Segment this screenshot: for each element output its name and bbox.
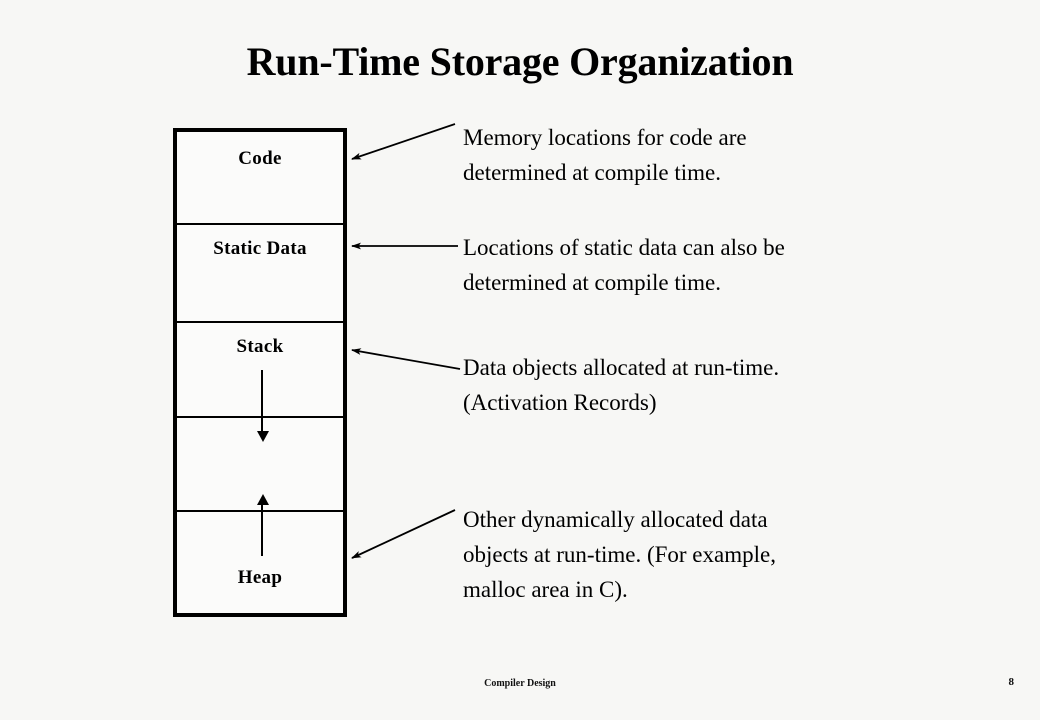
segment-divider-code-static xyxy=(177,223,343,225)
leader-arrow-heap xyxy=(351,509,456,559)
arrowhead-down-icon xyxy=(257,431,269,442)
segment-label-heap: Heap xyxy=(237,567,283,588)
segment-label-static-data: Static Data xyxy=(213,238,307,259)
leader-arrow-code xyxy=(351,123,456,160)
footer-page-number: 8 xyxy=(1008,676,1015,688)
heap-grows-up-arrow-icon xyxy=(257,494,269,556)
segment-label-stack: Stack xyxy=(236,336,284,357)
leader-arrow-stack xyxy=(351,348,461,370)
segment-divider-free-heap xyxy=(177,510,343,512)
page-title: Run-Time Storage Organization xyxy=(246,39,794,84)
callout-static-data: Locations of static data can also be det… xyxy=(463,235,785,295)
segment-divider-static-stack xyxy=(177,321,343,323)
footer-course-title: Compiler Design xyxy=(484,678,556,689)
memory-layout-diagram: Code Static Data Stack Heap xyxy=(173,128,347,617)
callout-code: Memory locations for code are determined… xyxy=(463,125,747,185)
callout-stack: Data objects allocated at run-time. (Act… xyxy=(463,355,780,415)
segment-label-code: Code xyxy=(238,148,282,169)
callout-heap: Other dynamically allocated data objects… xyxy=(463,507,776,602)
segment-divider-stack-free xyxy=(177,416,343,418)
stack-grows-down-arrow-icon xyxy=(257,370,269,442)
arrowhead-up-icon xyxy=(257,494,269,505)
